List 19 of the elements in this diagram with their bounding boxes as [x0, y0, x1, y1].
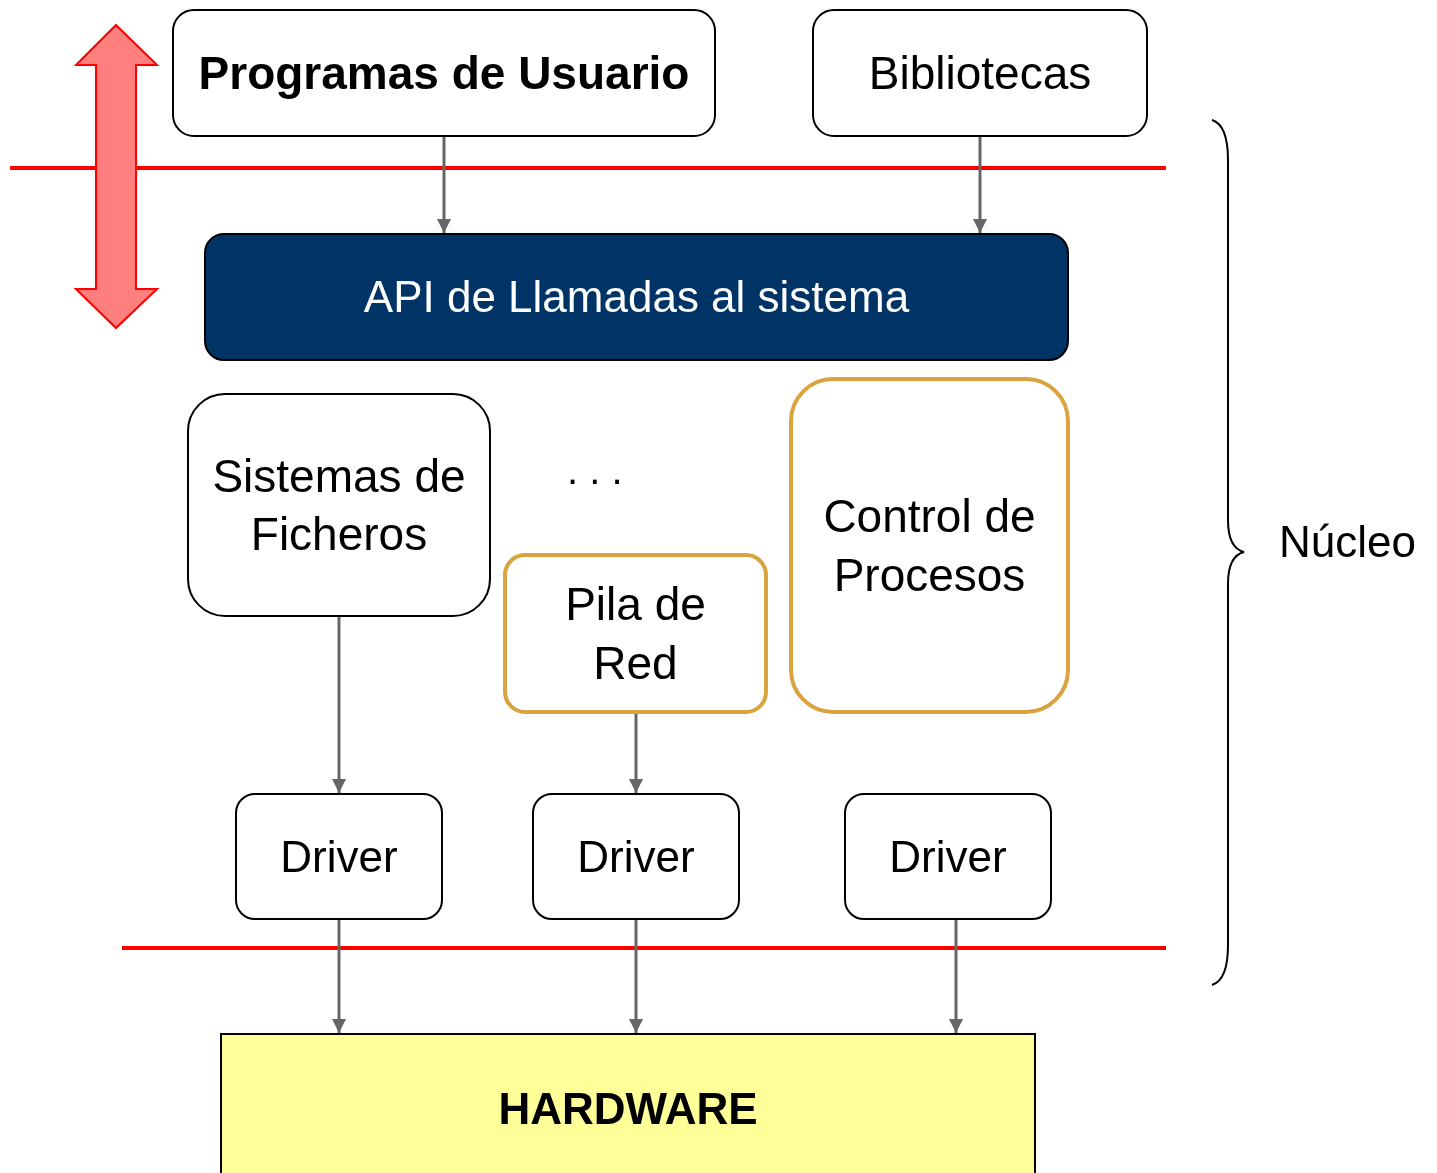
layer-label: Núcleo — [1279, 517, 1416, 567]
process-box: Driver — [532, 793, 740, 920]
process-box: Sistemas de Ficheros — [187, 393, 491, 617]
process-box: Pila de Red — [503, 553, 768, 714]
arrow — [332, 617, 346, 793]
ellipsis-text: . . . — [567, 448, 623, 493]
process-box: Programas de Usuario — [172, 9, 716, 137]
arrow — [332, 920, 346, 1033]
process-box: Driver — [235, 793, 443, 920]
process-box: Bibliotecas — [812, 9, 1148, 137]
arrow — [437, 137, 451, 233]
hardware-block: HARDWARE — [220, 1033, 1036, 1173]
process-box: Driver — [844, 793, 1052, 920]
arrow — [629, 714, 643, 793]
arrow — [629, 920, 643, 1033]
arrow — [949, 920, 963, 1033]
api-bar: API de Llamadas al sistema — [204, 233, 1069, 361]
arrow — [973, 137, 987, 233]
process-box: Control de Procesos — [789, 377, 1070, 714]
